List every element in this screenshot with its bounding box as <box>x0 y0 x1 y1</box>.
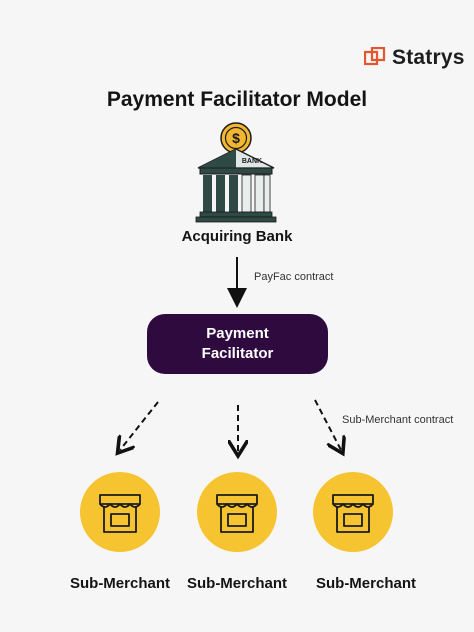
statrys-logo-text: Statrys <box>392 46 465 69</box>
bank-building-icon: $ BANK <box>195 122 277 223</box>
statrys-logo-icon <box>364 47 386 66</box>
statrys-logo: Statrys <box>364 46 465 70</box>
dashed-arrow-right <box>314 399 341 450</box>
payment-facilitator-box: Payment Facilitator <box>147 314 328 374</box>
sub-merchant-label-3: Sub-Merchant <box>315 575 416 592</box>
coin-symbol: $ <box>232 130 240 146</box>
payment-facilitator-label: Payment Facilitator <box>201 325 274 362</box>
acquiring-bank-label: Acquiring Bank <box>181 228 293 245</box>
sub-merchant-label-2: Sub-Merchant <box>186 575 287 592</box>
merchant-store-3 <box>313 472 393 552</box>
merchant-store-2 <box>197 472 277 552</box>
sub-merchant-contract-label: Sub-Merchant contract <box>342 414 454 426</box>
storefront-icon <box>99 494 141 533</box>
merchant-store-1 <box>80 472 160 552</box>
storefront-icon <box>216 494 258 533</box>
diagram-title: Payment Facilitator Model <box>106 88 368 111</box>
payfac-contract-label: PayFac contract <box>254 271 334 283</box>
sub-merchant-label-1: Sub-Merchant <box>69 575 170 592</box>
bank-sign: BANK <box>242 158 262 165</box>
dashed-arrow-left <box>120 401 159 450</box>
storefront-icon <box>332 494 374 533</box>
